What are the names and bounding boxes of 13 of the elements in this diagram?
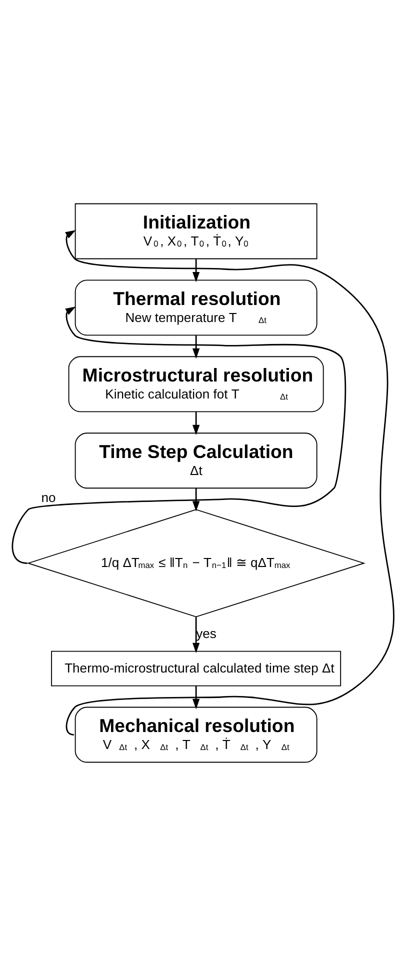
node-diamond: 1/q ΔTmax ≤ ‖Tn − Tn−1‖ ≅ qΔTmax: [26, 508, 366, 617]
arrow: [192, 616, 200, 653]
node-box: Time Step Calculation Δt: [74, 432, 318, 488]
arrow: [192, 686, 200, 709]
node-box: Initialization V0, X0, T0, Ṫ0, Y0: [74, 202, 318, 259]
arrow: [192, 488, 200, 511]
arrow: [192, 412, 200, 435]
node-box: Thermo-microstructural calculated time step Δt: [51, 650, 342, 686]
edge-label: yes: [196, 625, 216, 640]
arrow: [192, 258, 200, 282]
edge-label: no: [41, 490, 56, 505]
arrow: [192, 335, 200, 358]
arrow: [12, 306, 346, 564]
